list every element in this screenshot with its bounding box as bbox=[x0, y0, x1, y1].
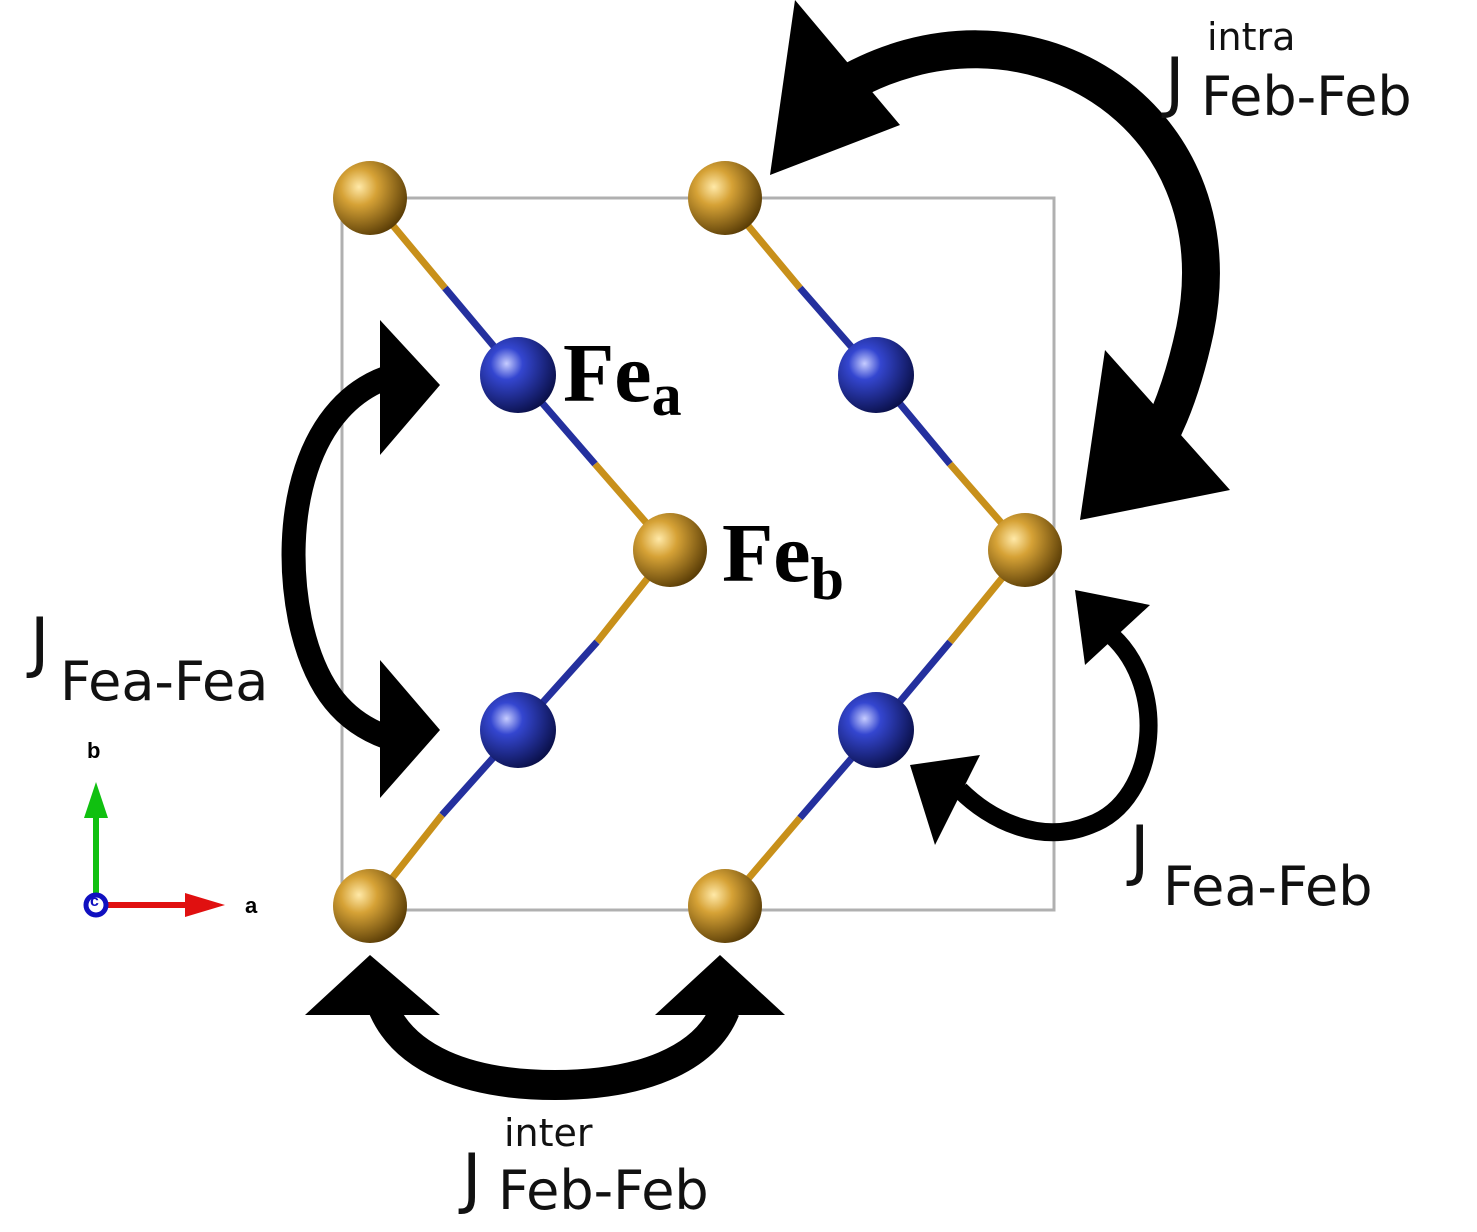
arrowhead-j-inter-left bbox=[305, 955, 440, 1015]
arrow-j-inter-feb-feb bbox=[365, 994, 739, 1101]
fe-a-atom bbox=[838, 337, 914, 413]
label-j-inter-feb-feb: J inter Feb-Feb bbox=[462, 1111, 709, 1222]
fe-a-atom bbox=[480, 692, 556, 768]
fe-b-atom bbox=[633, 513, 707, 587]
arrowhead-j-intra-bottom bbox=[1080, 350, 1230, 520]
arrowhead-j-fea-fea-bottom bbox=[380, 660, 440, 798]
fe-a-atom bbox=[480, 337, 556, 413]
atom-label-fe-a: Fea bbox=[563, 327, 682, 428]
arrowhead-j-intra-top bbox=[770, 0, 900, 175]
fe-a-atom bbox=[838, 692, 914, 768]
label-j-intra-feb-feb: J intra Feb-Feb bbox=[1165, 15, 1412, 128]
axis-label-a: a bbox=[245, 893, 258, 918]
arrow-j-intra-feb-feb bbox=[830, 30, 1220, 481]
fe-b-atom bbox=[988, 513, 1062, 587]
fe-b-atom bbox=[688, 869, 762, 943]
arrow-j-fea-feb bbox=[953, 622, 1158, 842]
arrowhead-j-inter-right bbox=[655, 955, 785, 1015]
arrowhead-j-fea-feb-bottom bbox=[910, 755, 980, 845]
arrowhead-j-fea-feb-top bbox=[1075, 590, 1150, 665]
fe-b-atom bbox=[333, 161, 407, 235]
fe-b-atom bbox=[688, 161, 762, 235]
axis-label-b: b bbox=[87, 738, 101, 763]
label-j-fea-fea: J Fea-Fea bbox=[30, 604, 269, 713]
axis-label-c: c bbox=[90, 893, 99, 910]
fe-b-atom bbox=[333, 869, 407, 943]
arrow-j-fea-fea bbox=[281, 363, 399, 752]
atom-label-fe-b: Feb bbox=[722, 507, 844, 612]
axes-indicator bbox=[83, 782, 225, 918]
arrowhead-j-fea-fea-top bbox=[380, 320, 440, 455]
label-j-fea-feb: J Fea-Feb bbox=[1130, 812, 1373, 918]
bonds-left-chain bbox=[367, 195, 673, 909]
